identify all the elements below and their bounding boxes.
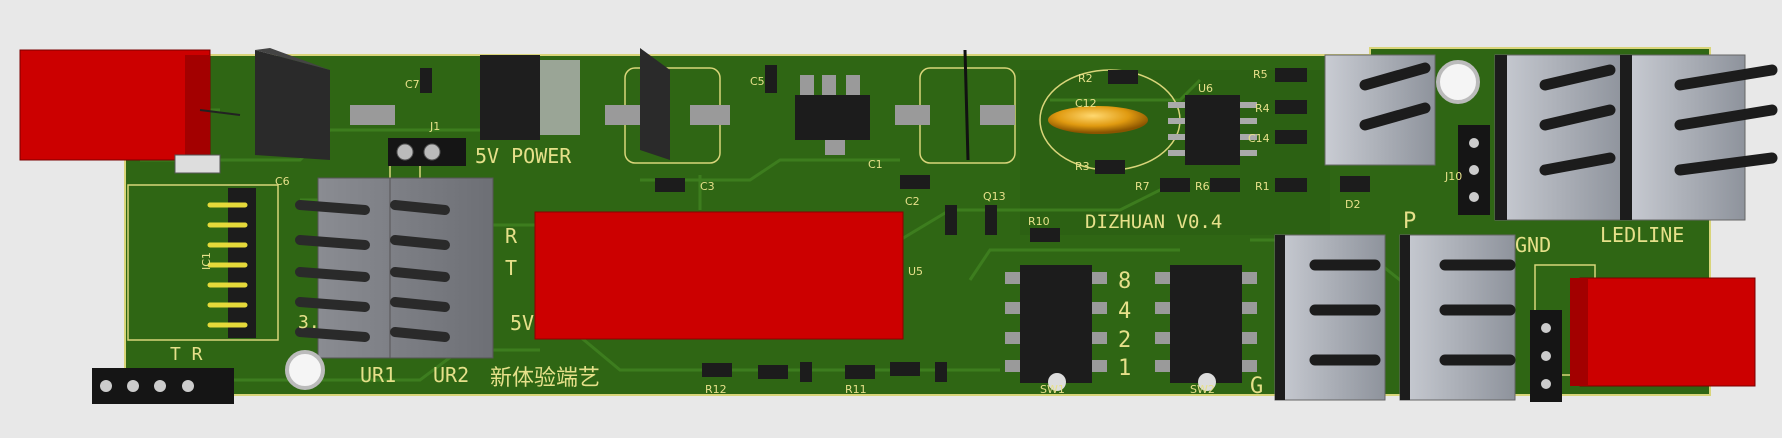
heatsink-top-1 (1324, 54, 1436, 166)
ref-sw2: SW2 (1190, 383, 1215, 396)
ref-c5: C5 (750, 75, 765, 88)
ref-sw1: SW1 (1040, 383, 1065, 396)
ref-r12: R12 (705, 383, 727, 396)
ref-r1: R1 (1255, 180, 1270, 193)
capacitor-c12 (1048, 106, 1148, 134)
ref-r10: R10 (1028, 215, 1050, 228)
sw2-chip (1155, 265, 1257, 391)
label-g: G (1250, 374, 1263, 399)
heatsink-bottom-2 (1399, 234, 1516, 401)
ref-c3: C3 (700, 180, 715, 193)
label-r: R (505, 224, 518, 248)
ref-c6: C6 (275, 175, 290, 188)
ref-d2: D2 (1345, 198, 1360, 211)
label-ur1: UR1 (360, 363, 396, 387)
ref-ic1: IC1 (200, 252, 213, 270)
heatsink-bottom-1 (1274, 234, 1386, 401)
ref-q13: Q13 (983, 190, 1006, 203)
red-connector-right (1579, 277, 1756, 387)
red-connector-left (19, 49, 211, 161)
sw1-chip (1005, 265, 1107, 391)
ref-c2: C2 (905, 195, 920, 208)
smd-parts (420, 65, 1370, 382)
header-j10 (1458, 125, 1490, 215)
ref-c14: C14 (1248, 132, 1270, 145)
label-version: DIZHUAN V0.4 (1085, 211, 1222, 233)
ref-r11: R11 (845, 383, 867, 396)
ic1-header (207, 188, 256, 338)
heatsink-top-2 (1494, 54, 1626, 221)
label-1: 1 (1118, 356, 1131, 381)
u6-chip (1168, 95, 1257, 165)
ur-terminal-block (295, 177, 494, 359)
label-ur2: UR2 (433, 363, 469, 387)
ref-r7: R7 (1135, 180, 1150, 193)
ref-r4: R4 (1255, 102, 1270, 115)
label-2: 2 (1118, 328, 1131, 353)
power-components (255, 48, 1015, 161)
ref-j1: J1 (429, 120, 440, 133)
ref-u5: U5 (908, 265, 923, 278)
ref-r2: R2 (1078, 72, 1093, 85)
label-gnd: GND (1515, 233, 1551, 257)
ref-r6: R6 (1195, 180, 1210, 193)
ref-c1: C1 (868, 158, 883, 171)
header-right-bottom (1530, 310, 1562, 402)
label-3: 3. (298, 312, 320, 333)
label-ledline: LEDLINE (1600, 223, 1684, 247)
red-module-u5 (534, 211, 904, 340)
ref-r3: R3 (1075, 160, 1090, 173)
mount-hole-right (1436, 60, 1480, 104)
label-p: P (1403, 209, 1416, 234)
label-8: 8 (1118, 269, 1131, 294)
label-chinese: 新体验端艺 (490, 366, 600, 391)
mount-hole-left (285, 350, 325, 390)
label-4: 4 (1118, 299, 1131, 324)
label-5v-power: 5V POWER (475, 144, 572, 168)
label-5v: 5V (510, 311, 534, 335)
header-tr (92, 368, 234, 404)
heatsink-top-3 (1620, 54, 1778, 221)
label-tr: T R (170, 344, 203, 365)
ref-u6: U6 (1198, 82, 1213, 95)
ref-c12: C12 (1075, 97, 1097, 110)
ref-r5: R5 (1253, 68, 1268, 81)
label-t: T (505, 256, 517, 280)
ref-c7: C7 (405, 78, 420, 91)
ref-j10: J10 (1444, 170, 1462, 183)
